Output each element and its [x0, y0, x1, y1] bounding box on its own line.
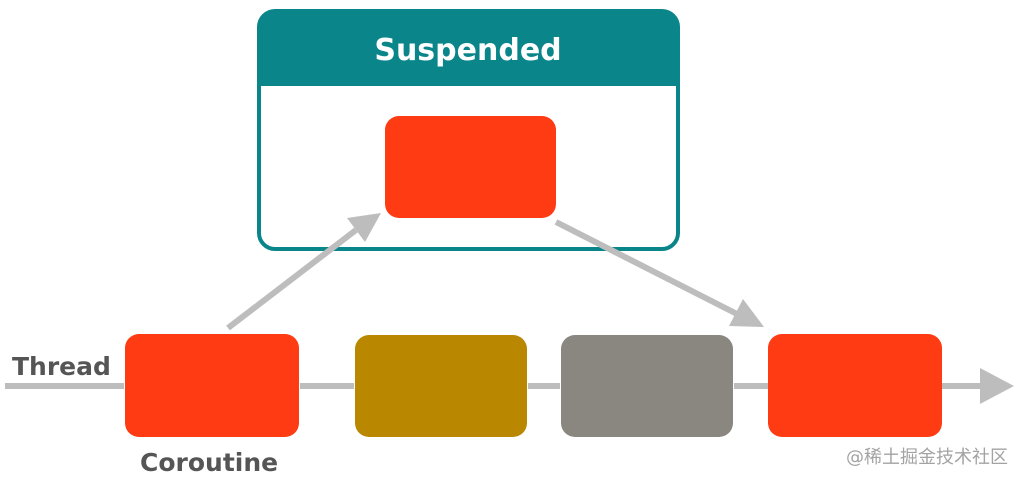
suspended-title: Suspended	[374, 33, 561, 68]
resume-arrow-line	[554, 219, 739, 317]
suspended-panel: Suspended	[257, 9, 680, 251]
task-block-gray	[561, 335, 733, 437]
thread-blocks	[125, 334, 942, 437]
coroutine-label: Coroutine	[140, 448, 278, 477]
suspend-arrowhead-icon	[347, 213, 381, 242]
suspend-arrow-line	[226, 227, 358, 331]
resume-arrowhead-icon	[729, 299, 764, 327]
coroutine-block	[125, 334, 299, 437]
thread-label: Thread	[12, 352, 111, 381]
resumed-coroutine-block	[768, 334, 942, 437]
task-block-gold	[355, 335, 527, 437]
thread-arrowhead-icon	[980, 368, 1014, 404]
watermark-text: @稀土掘金技术社区	[846, 447, 1008, 468]
thread-timeline	[5, 368, 1014, 404]
suspended-panel-header	[259, 11, 678, 86]
suspend-resume-arrows	[226, 213, 764, 331]
suspended-coroutine-block	[385, 116, 556, 218]
